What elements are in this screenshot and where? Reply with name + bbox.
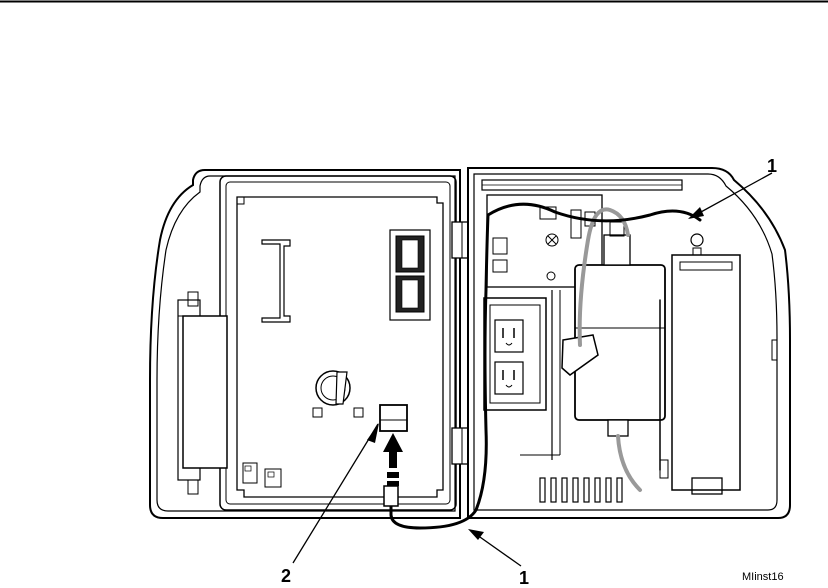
callout-1-top: 1 [767, 156, 777, 176]
figure-id: MIinst16 [742, 571, 784, 583]
enclosure-door [150, 170, 472, 518]
callout-2: 2 [281, 566, 291, 586]
callout-1-bottom: 1 [519, 568, 529, 588]
